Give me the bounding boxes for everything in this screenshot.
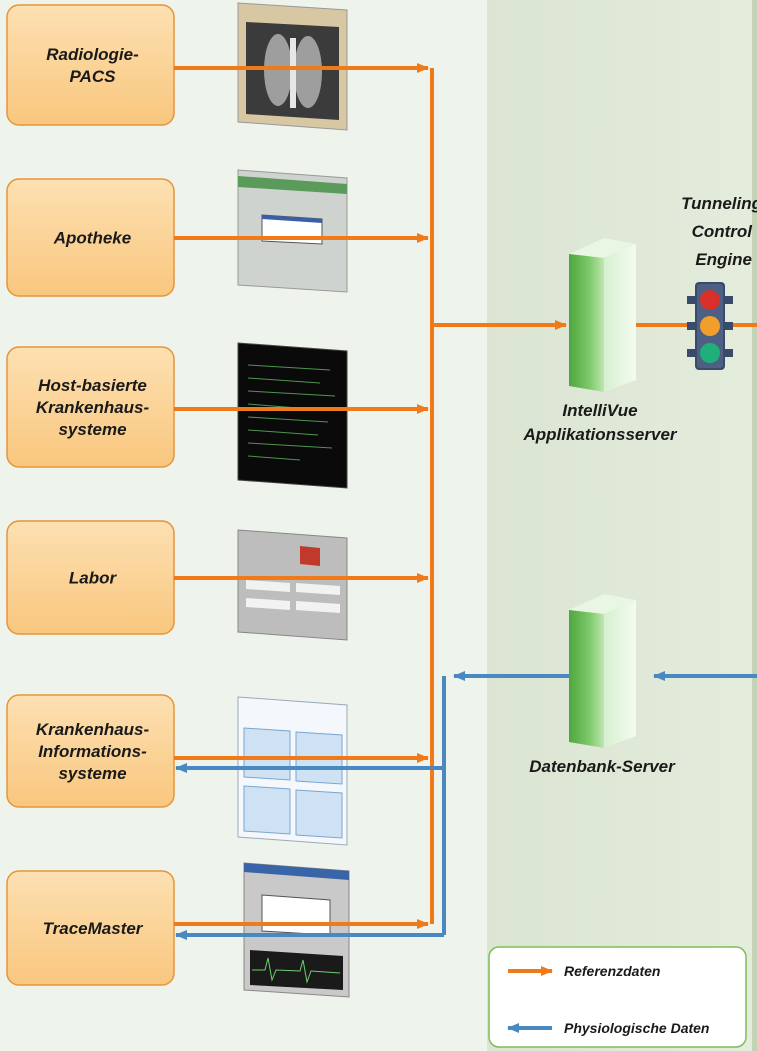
legend: Referenzdaten Physiologische Daten — [488, 946, 747, 1048]
source-system-tracemaster: TraceMaster — [6, 870, 175, 986]
ecg-window-thumbnail — [243, 862, 350, 998]
source-system-radiologie-pacs: Radiologie- PACS — [6, 4, 175, 126]
tunneling-label-line-2: Control — [692, 222, 754, 241]
traffic-light-icon — [687, 282, 733, 370]
source-label-line: Krankenhaus- — [36, 398, 150, 417]
terminal-screen-thumbnail — [237, 342, 348, 489]
source-label-line: Apotheke — [53, 229, 131, 248]
source-label-line: Informations- — [38, 742, 147, 761]
source-label-line: Radiologie- — [46, 45, 139, 64]
his-window-thumbnail — [237, 696, 348, 846]
source-system-labor: Labor — [6, 520, 175, 635]
source-system-krankenhaus-informations-systeme: Krankenhaus- Informations-systeme — [6, 694, 175, 808]
source-label-line: systeme — [58, 764, 126, 783]
database-server-icon — [569, 594, 636, 748]
legend-label-referenzdaten: Referenzdaten — [564, 963, 660, 979]
source-label-line: PACS — [70, 67, 117, 86]
source-box — [6, 870, 175, 986]
source-label-line: TraceMaster — [43, 919, 144, 938]
app-server-label-line-2: Applikationsserver — [522, 425, 677, 444]
lab-form-window-thumbnail — [237, 529, 348, 641]
source-label-line: Host-basierte — [38, 376, 147, 395]
tunneling-label-line-1: Tunneling — [681, 194, 757, 213]
application-server-icon — [569, 238, 636, 392]
data-flow-connectors — [174, 63, 757, 940]
app-server-label-line-1: IntelliVue — [562, 401, 637, 420]
source-system-apotheke: Apotheke — [6, 178, 175, 297]
source-box — [6, 4, 175, 126]
pharmacy-window-thumbnail — [237, 169, 348, 293]
source-label-line: Krankenhaus- — [36, 720, 150, 739]
source-system-boxes: Radiologie- PACS ApothekeHost-basierteKran… — [6, 4, 175, 986]
server-region — [487, 0, 752, 1051]
source-label-line: Labor — [69, 569, 118, 588]
db-server-label: Datenbank-Server — [529, 757, 676, 776]
legend-label-physiologische-daten: Physiologische Daten — [564, 1020, 709, 1036]
source-box — [6, 694, 175, 808]
source-label-line: systeme — [58, 420, 126, 439]
legend-box — [488, 946, 747, 1048]
right-edge-strip — [752, 0, 757, 1051]
tunneling-label-line-3: Engine — [695, 250, 752, 269]
